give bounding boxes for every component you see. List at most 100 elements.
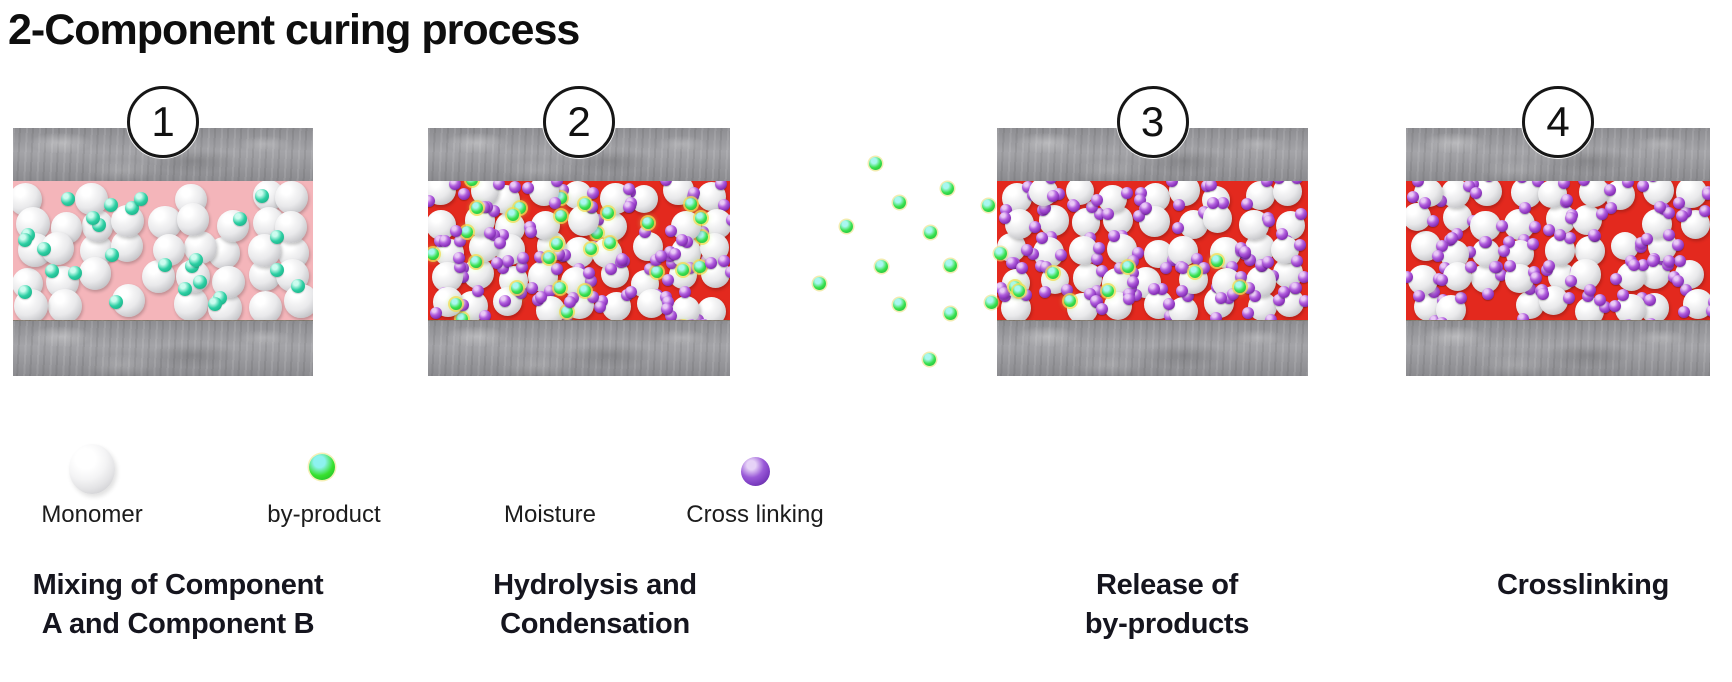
- crosslink-dot: [1046, 190, 1059, 203]
- crosslink-dot: [1577, 181, 1590, 186]
- crosslink-dot: [1654, 201, 1667, 214]
- byproduct-dot: [922, 352, 936, 366]
- crosslink-dot: [661, 273, 674, 286]
- byproduct-dot: [450, 298, 463, 311]
- crosslink-dot: [1608, 299, 1621, 312]
- moisture-dot: [124, 201, 139, 216]
- byproduct-dot: [511, 281, 524, 294]
- crosslink-dot: [1498, 244, 1511, 257]
- crosslink-dot: [1646, 181, 1659, 182]
- crosslink-dot: [1406, 271, 1413, 284]
- byproduct-dot: [460, 225, 473, 238]
- crosslink-dot: [1107, 229, 1120, 242]
- crosslink-dot: [1436, 317, 1449, 320]
- moisture-dot: [104, 197, 119, 212]
- crosslink-dot: [1435, 240, 1448, 253]
- byproduct-dot: [428, 248, 439, 261]
- crosslink-dot: [1038, 285, 1051, 298]
- moisture-dot: [61, 191, 76, 206]
- substrate-bottom: [13, 320, 313, 376]
- crosslink-dot: [1543, 223, 1556, 236]
- crosslink-dot: [1261, 181, 1274, 187]
- byproduct-dot: [1210, 254, 1223, 267]
- byproduct-dot: [470, 201, 483, 214]
- crosslink-dot: [1647, 255, 1660, 268]
- byproduct-dot: [578, 285, 591, 298]
- crosslink-dot: [1263, 215, 1276, 228]
- moisture-dot: [85, 211, 100, 226]
- stage-number: 2: [567, 98, 591, 145]
- monomer-sphere: [75, 182, 108, 216]
- crosslink-dot: [552, 248, 565, 261]
- crosslink-dot: [1122, 293, 1135, 306]
- moisture-dot: [134, 191, 149, 206]
- crosslink-dot: [1584, 283, 1597, 296]
- crosslink-dot: [1165, 181, 1178, 187]
- crosslink-dot: [1090, 194, 1103, 207]
- crosslink-dot: [1272, 181, 1285, 184]
- crosslink-dot: [1243, 282, 1256, 295]
- stage-caption-4: Crosslinking: [1373, 566, 1732, 605]
- monomer-sphere: [1203, 204, 1232, 233]
- crosslink-dot: [1595, 207, 1608, 220]
- byproduct-dot: [1047, 267, 1060, 280]
- byproduct-dot: [561, 305, 574, 318]
- byproduct-dot: [641, 217, 654, 230]
- moisture-dot: [17, 233, 32, 248]
- crosslink-dot: [1481, 287, 1494, 300]
- crosslink-dot: [1015, 261, 1028, 274]
- crosslink-dot: [450, 224, 463, 237]
- adhesive-band: [13, 181, 313, 320]
- byproduct-dot: [466, 181, 479, 186]
- crosslink-dot: [548, 197, 561, 210]
- crosslink-dot: [664, 309, 677, 320]
- crosslink-dot: [1698, 205, 1710, 218]
- crosslink-dot: [1022, 181, 1034, 193]
- crosslink-dot: [1563, 291, 1576, 304]
- crosslink-dot: [1411, 181, 1424, 188]
- crosslink-dot: [1663, 254, 1676, 267]
- crosslink-dot: [1537, 287, 1550, 300]
- crosslink-dot: [1543, 259, 1556, 272]
- crosslink-dot: [1616, 288, 1629, 301]
- crosslink-dot: [1412, 289, 1425, 302]
- crosslink-dot: [1455, 291, 1468, 304]
- crosslink-dot: [1463, 181, 1476, 193]
- crosslink-dot: [1565, 211, 1578, 224]
- crosslink-dot: [1469, 186, 1482, 199]
- crosslink-dot: [1290, 282, 1303, 295]
- crosslink-dot: [1210, 312, 1223, 320]
- moisture-dot: [68, 265, 83, 280]
- crosslink-dot: [1240, 198, 1253, 211]
- crosslink-dot: [522, 181, 535, 194]
- crosslink-dot: [1504, 259, 1517, 272]
- byproduct-dot: [550, 237, 563, 250]
- crosslink-dot: [1674, 255, 1687, 268]
- caption-line: Release of: [1095, 569, 1239, 601]
- crosslink-dot: [1029, 220, 1042, 233]
- crosslink-dot: [516, 260, 529, 273]
- crosslink-dot: [1445, 232, 1458, 245]
- byproduct-dot: [874, 259, 888, 273]
- crosslink-dot: [517, 252, 530, 265]
- crosslink-dot: [1249, 290, 1262, 303]
- crosslink-dot: [587, 291, 600, 304]
- crosslink-dot: [430, 307, 443, 320]
- crosslink-dot: [1093, 242, 1106, 255]
- stage-caption-3: Release of by-products: [957, 566, 1377, 644]
- crosslink-dot: [587, 187, 600, 200]
- monomer-sphere: [79, 257, 112, 290]
- crosslink-dot: [1277, 285, 1290, 298]
- crosslink-dot: [564, 295, 577, 308]
- byproduct-dot: [981, 198, 995, 212]
- crosslink-dot: [1640, 232, 1653, 245]
- legend-label-moisture: Moisture: [503, 501, 597, 528]
- crosslink-dot: [594, 300, 607, 313]
- crosslink-dot: [491, 257, 504, 270]
- adhesive-band: [1406, 181, 1710, 320]
- byproduct-dot: [694, 211, 707, 224]
- monomer-sphere: [1273, 181, 1303, 206]
- crosslink-dot: [1604, 202, 1617, 215]
- crosslink-dot: [1235, 270, 1248, 283]
- crosslink-dot: [1671, 275, 1684, 288]
